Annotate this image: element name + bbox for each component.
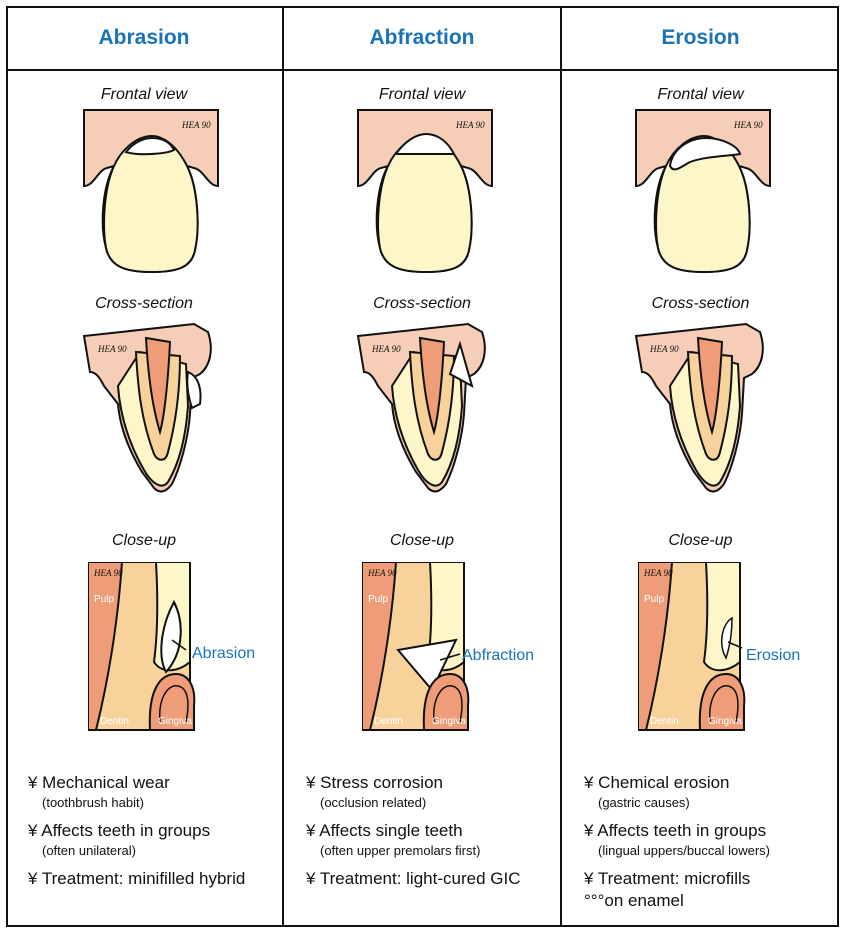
header-divider [6,69,839,71]
bullet-item: ¥ Treatment: light-cured GIC [306,869,521,888]
gingiva-label: Gingiva [708,716,742,727]
bullet-item: ¥ Affects teeth in groups(lingual uppers… [584,821,770,858]
frontal-view-label: Frontal view [100,86,188,103]
artist-signature: HEA 90 [181,120,211,130]
column-title: Erosion [661,25,740,49]
artist-signature: HEA 90 [371,344,401,354]
column-abrasion: Abrasion Frontal view Cross-section Clos… [6,6,282,927]
column-abfraction: Abfraction Frontal view Cross-section Cl… [284,6,560,927]
cross-section-tooth: HEA 90 [82,322,212,493]
gingiva-label: Gingiva [158,716,192,727]
close-up-diagram: Abfraction Pulp Dentin Gingiva HEA 90 [362,562,534,731]
pulp-label: Pulp [368,594,388,605]
cross-section-label: Cross-section [651,295,750,312]
dentin-label: Dentin [374,716,403,727]
column-title: Abfraction [369,25,475,49]
close-up-diagram: Abrasion Pulp Dentin Gingiva HEA 90 [88,562,255,731]
cross-section-label: Cross-section [95,295,193,312]
close-up-label: Close-up [668,532,733,549]
bullet-item: ¥ Stress corrosion(occlusion related) [306,773,443,810]
frontal-view-tooth: HEA 90 [635,109,771,274]
pulp-label: Pulp [644,594,664,605]
close-up-label: Close-up [389,532,455,549]
dentin-label: Dentin [100,716,129,727]
close-up-diagram: Erosion Pulp Dentin Gingiva HEA 90 [638,562,800,731]
artist-signature: HEA 90 [733,120,763,130]
frontal-view-tooth: HEA 90 [357,109,493,274]
artist-signature: HEA 90 [643,568,673,578]
bullet-item: ¥ Affects teeth in groups(often unilater… [28,821,211,858]
dentin-label: Dentin [650,716,679,727]
bullet-item: ¥ Chemical erosion(gastric causes) [584,773,730,810]
pulp-label: Pulp [94,594,114,605]
bullet-item: ¥ Treatment: microfills°°°on enamel [584,869,751,910]
close-up-label: Close-up [111,532,177,549]
bullet-list: ¥ Stress corrosion(occlusion related) ¥ … [306,773,566,899]
bullet-list: ¥ Mechanical wear(toothbrush habit) ¥ Af… [28,773,288,899]
gingiva-label: Gingiva [432,716,466,727]
column-divider [560,6,562,927]
lesion-label: Abfraction [462,647,534,664]
bullet-list: ¥ Chemical erosion(gastric causes) ¥ Aff… [584,773,844,921]
column-erosion: Erosion Frontal view Cross-section Close… [562,6,839,927]
comparison-table [6,6,839,927]
frontal-view-label: Frontal view [657,86,744,103]
frontal-view-tooth: HEA 90 [83,109,219,274]
bullet-item: ¥ Treatment: minifilled hybrid [28,869,246,888]
artist-signature: HEA 90 [649,344,679,354]
artist-signature: HEA 90 [97,344,127,354]
artist-signature: HEA 90 [93,568,123,578]
artist-signature: HEA 90 [455,120,485,130]
artist-signature: HEA 90 [367,568,397,578]
cross-section-tooth: HEA 90 [634,322,764,493]
lesion-label: Abrasion [192,645,255,662]
bullet-item: ¥ Affects single teeth(often upper premo… [306,821,481,858]
cross-section-label: Cross-section [373,295,471,312]
lesion-label: Erosion [746,647,800,664]
column-title: Abrasion [98,25,190,49]
cross-section-tooth: HEA 90 [356,322,486,493]
frontal-view-label: Frontal view [378,86,466,103]
bullet-item: ¥ Mechanical wear(toothbrush habit) [28,773,170,810]
column-divider [282,6,284,927]
